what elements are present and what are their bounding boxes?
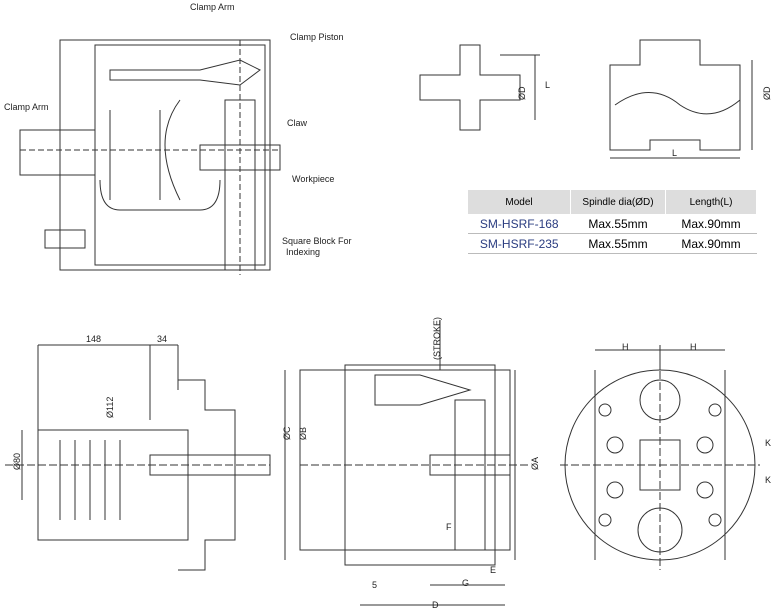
dim-5: 5 (372, 580, 378, 590)
dim-d80: Ø80 (12, 452, 22, 470)
dim-l-2: L (672, 148, 678, 158)
dim-g: G (462, 578, 470, 588)
dim-l-1: L (545, 80, 551, 90)
bottom-right-front-view (560, 345, 760, 570)
cell-model: SM-HSRF-235 (468, 233, 571, 254)
cell-model: SM-HSRF-168 (468, 214, 571, 234)
workpiece-shape-1 (419, 44, 540, 131)
cell-spindle: Max.55mm (570, 214, 666, 234)
dim-k-bottom: K (765, 475, 772, 485)
bottom-left-side-view (5, 344, 271, 571)
dim-od-1: ØD (517, 86, 527, 101)
header-spindle: Spindle dia(ØD) (570, 190, 666, 214)
callout-square-block: Square Block For (282, 236, 352, 246)
bottom-middle-section-view (284, 320, 530, 606)
dim-oc: ØC (282, 426, 292, 441)
dim-34: 34 (157, 334, 168, 344)
dim-oa: ØA (530, 456, 540, 470)
dim-148: 148 (86, 334, 102, 344)
dim-d: D (432, 600, 439, 610)
dim-k-top: K (765, 438, 772, 448)
dim-d112: Ø112 (105, 396, 115, 418)
header-length: Length(L) (665, 190, 757, 214)
dim-f: F (446, 522, 452, 532)
dim-h-right: H (690, 342, 697, 352)
workpiece-shape-2 (609, 39, 753, 159)
callout-clamp-piston: Clamp Piston (290, 32, 344, 42)
callout-claw: Claw (287, 118, 308, 128)
callout-workpiece: Workpiece (292, 174, 335, 184)
dim-stroke: (STROKE) (432, 316, 442, 360)
callout-clamp-arm-left: Clamp Arm (4, 102, 49, 112)
header-model: Model (468, 190, 571, 214)
callout-clamp-arm-top: Clamp Arm (190, 2, 235, 12)
cell-spindle: Max.55mm (570, 233, 666, 254)
cell-length: Max.90mm (665, 214, 757, 234)
dim-ob: ØB (298, 426, 308, 440)
dim-e: E (490, 565, 497, 575)
dim-h-left: H (622, 342, 629, 352)
dim-od-2: ØD (762, 86, 772, 101)
callout-square-block-2: Indexing (286, 247, 321, 257)
top-section-view (19, 39, 281, 275)
cell-length: Max.90mm (665, 233, 757, 254)
